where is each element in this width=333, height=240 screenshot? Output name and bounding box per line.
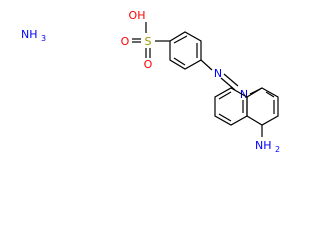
benzene-double-bond-1 (173, 35, 188, 44)
naphthalene-right-double-1 (265, 91, 275, 98)
n-n-double-bond-a (223, 73, 239, 87)
benzene-outline (169, 31, 202, 70)
oxygen-lower-label: O (144, 58, 153, 71)
amine-group: NH 2 (255, 125, 280, 154)
sulfur-label: S (145, 35, 152, 48)
benzene-double-bond-3 (173, 57, 186, 66)
azo-nitrogen-left: N (214, 67, 222, 80)
azo-linkage: N N (200, 59, 263, 101)
amine-symbol: NH (255, 139, 272, 152)
ammonia-symbol: NH (21, 28, 38, 41)
naphthalene-left-double-1 (218, 91, 232, 100)
c-n-bond-left (200, 59, 213, 71)
azo-nitrogen-right: N (240, 88, 248, 101)
hydroxyl-label: OH (129, 9, 146, 22)
molecule-drawing: NH 3 OH S O O N N (21, 9, 280, 154)
benzene-ring (169, 31, 202, 70)
naphthalene-right-ring (246, 87, 279, 126)
oxygen-upper-label: O (121, 35, 130, 48)
naphthalene-left-ring (214, 87, 248, 126)
ammonia-label: NH 3 (21, 28, 46, 43)
sulfonic-acid-group: OH S O O (121, 9, 170, 71)
structure-canvas: NH 3 OH S O O N N (21, 9, 280, 154)
n-n-double-bond-b (220, 77, 236, 91)
naphthalene-left-double-2 (218, 113, 232, 122)
amine-subscript: 2 (275, 145, 280, 154)
ammonia-subscript: 3 (41, 34, 46, 43)
